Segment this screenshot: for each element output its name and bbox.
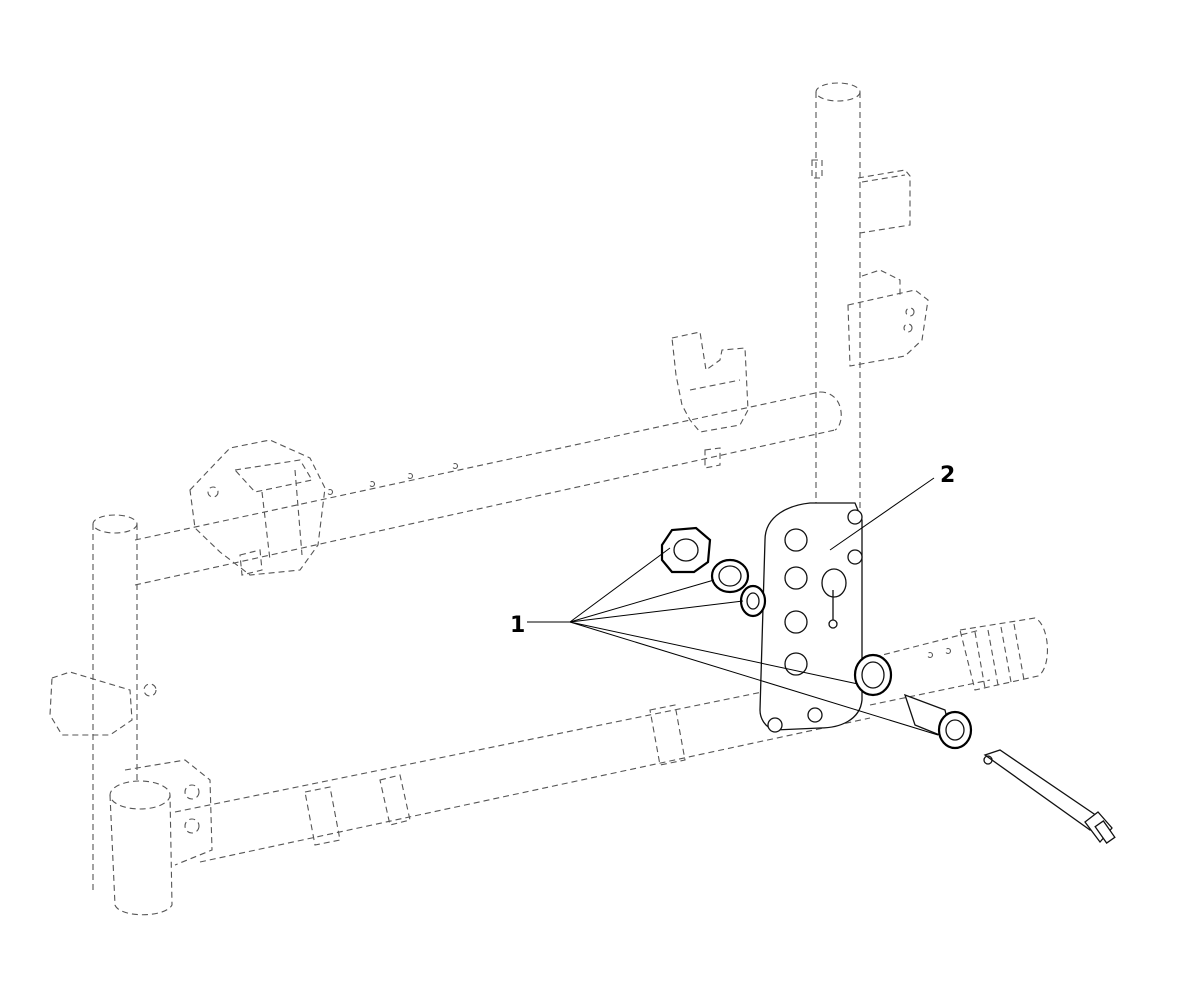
spacer-bushing bbox=[739, 584, 767, 618]
pin-with-ring bbox=[821, 568, 847, 629]
lower-tube bbox=[174, 671, 871, 863]
large-washer bbox=[853, 653, 893, 697]
side-bracket-plate bbox=[847, 269, 929, 367]
lower-hinge-block bbox=[109, 759, 213, 916]
lever-plate bbox=[759, 502, 863, 733]
upper-bracket bbox=[857, 169, 911, 234]
frame-ghost-outline bbox=[49, 82, 1048, 916]
left-tube-clip bbox=[49, 671, 157, 736]
upper-cross-tube bbox=[134, 391, 842, 586]
hex-nut bbox=[660, 526, 712, 574]
lever-arm bbox=[903, 693, 1116, 844]
vertical-tube-left bbox=[92, 514, 138, 890]
callout-label-1: 1 bbox=[510, 613, 525, 638]
callout-label-2: 2 bbox=[940, 463, 955, 488]
fork-clamp bbox=[671, 331, 749, 469]
callout-2-leader bbox=[829, 477, 935, 551]
seat-clamp-block bbox=[189, 439, 326, 576]
callout-1-leaders bbox=[527, 547, 939, 736]
serrated-washer bbox=[710, 558, 750, 594]
